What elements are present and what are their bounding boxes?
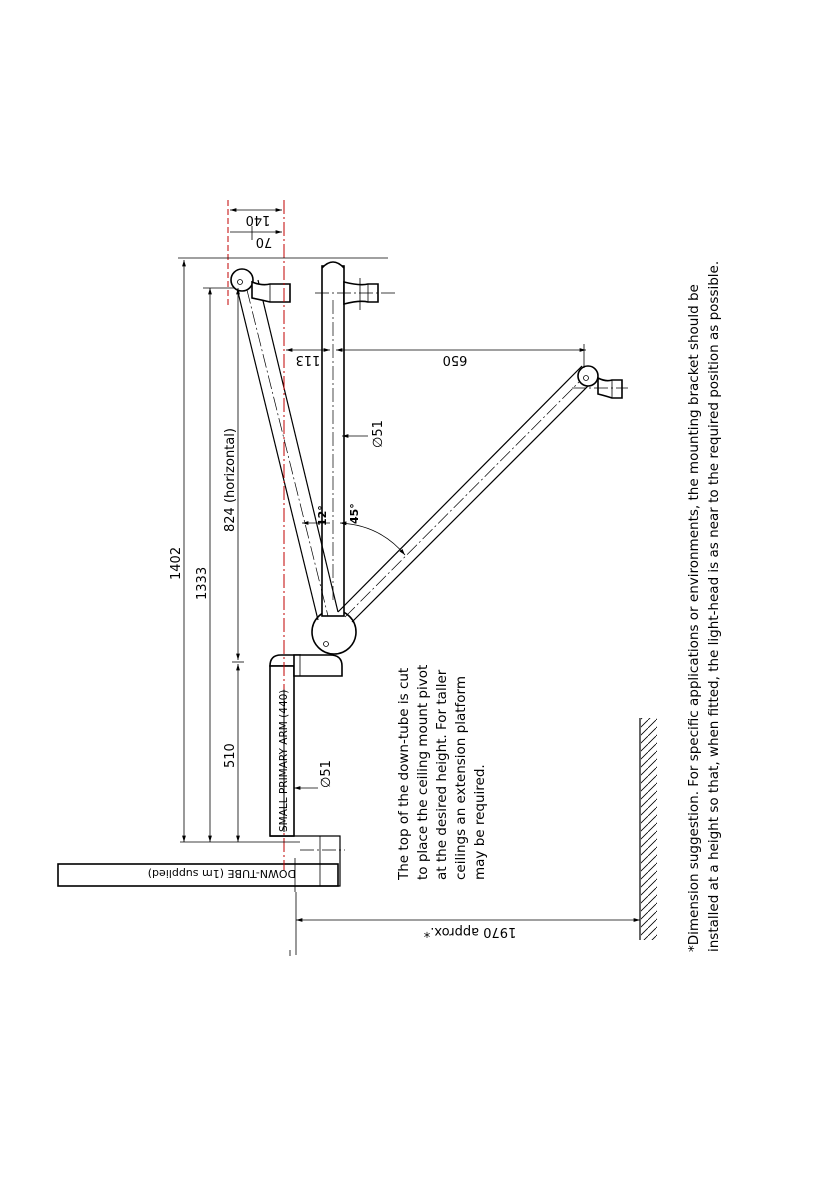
small-primary-arm (269, 654, 343, 837)
dim-70: 70 (256, 234, 273, 249)
floor-hatch (639, 718, 657, 940)
dim-824: 824 (horizontal) (223, 428, 238, 532)
dim-650: 650 (443, 352, 468, 367)
cut-note: The top of the down-tube is cut to place… (396, 665, 488, 881)
diameter-lower: ∅51 (319, 760, 334, 788)
dim-1970: 1970 approx.* (423, 924, 516, 939)
footnote-line-1: *Dimension suggestion. For specific appl… (686, 284, 702, 952)
angled-arm-12 (230, 268, 339, 621)
down-tube (57, 835, 345, 892)
dim-1333: 1333 (195, 567, 210, 600)
horizontal-arm (315, 261, 395, 617)
footnote-line-2: installed at a height so that, when fitt… (706, 261, 722, 952)
dim-140: 140 (246, 212, 271, 227)
dimension-texts: 1402 1333 824 (horizontal) 510 12° 45° ∅… (148, 212, 517, 939)
footnote: *Dimension suggestion. For specific appl… (686, 261, 722, 952)
primary-arm-label: SMALL PRIMARY ARM (440) (278, 690, 290, 832)
angled-arm-45 (337, 365, 628, 623)
dimension-lines (178, 208, 640, 956)
note-line-3: at the desired height. For taller (434, 669, 450, 880)
red-reference-lines (227, 200, 285, 870)
pivot-joint (311, 609, 357, 655)
angle-45-label: 45° (348, 503, 361, 524)
note-line-4: ceilings an extension platform (453, 676, 469, 880)
dim-113: 113 (296, 352, 321, 367)
down-tube-label: DOWN-TUBE (1m supplied) (148, 867, 296, 880)
dim-510: 510 (223, 743, 238, 768)
note-line-1: The top of the down-tube is cut (396, 668, 412, 881)
note-line-5: may be required. (472, 764, 488, 880)
dim-1402: 1402 (169, 547, 184, 580)
diameter-upper: ∅51 (371, 420, 386, 448)
angle-12-label: 12° (316, 505, 329, 526)
note-line-2: to place the ceiling mount pivot (415, 665, 431, 880)
